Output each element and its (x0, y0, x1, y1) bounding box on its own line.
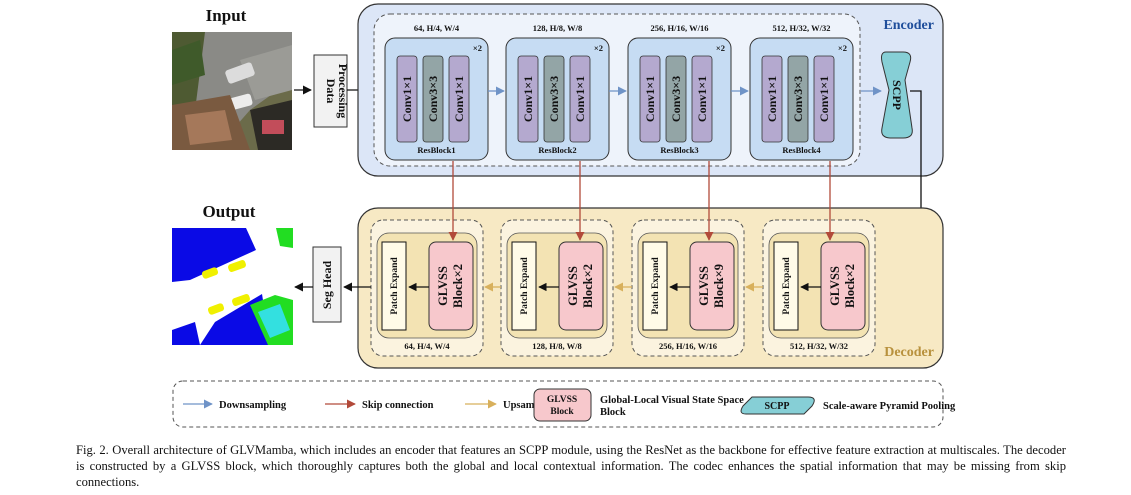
glvss-label-line1-2: GLVSS (566, 266, 580, 306)
encoder-label: Encoder (883, 18, 934, 33)
patch-expand-4 (773, 241, 799, 331)
resblock-name-4: ResBlock4 (782, 145, 821, 155)
conv-label-3-3: Conv1×1 (695, 76, 709, 122)
figure-caption: Fig. 2. Overall architecture of GLVMamba… (76, 443, 1066, 489)
scpp-label: SCPP (890, 80, 904, 110)
decoder-dims-2: 128, H/8, W/8 (532, 341, 581, 351)
conv-label-1-2: Conv3×3 (426, 76, 440, 122)
output-segmentation-map (172, 228, 293, 345)
conv-label-2-1: Conv1×1 (521, 76, 535, 122)
conv-2-3 (569, 55, 591, 143)
conv-2-2 (543, 55, 565, 143)
decoder-label: Decoder (884, 345, 934, 360)
conv-1-1 (396, 55, 418, 143)
patch-expand-label-3: Patch Expand (651, 257, 661, 315)
glvss-label-line1-4: GLVSS (828, 266, 842, 306)
patch-expand-label-1: Patch Expand (390, 257, 400, 315)
conv-1-3 (448, 55, 470, 143)
resblock-repeat-1: ×2 (473, 43, 482, 53)
legend-skip-label: Skip connection (362, 400, 434, 411)
glvss-label-line2-4: Block×2 (843, 264, 857, 308)
conv-4-3 (813, 55, 835, 143)
legend-scpp-box-label: SCPP (765, 401, 790, 412)
conv-3-3 (691, 55, 713, 143)
legend-glvss-desc-line2: Block (600, 407, 626, 418)
conv-label-1-1: Conv1×1 (400, 76, 414, 122)
architecture-diagram: Input Data Processing Encoder 64, H/4, W… (172, 3, 956, 428)
data-processing-label-line2: Processing (336, 64, 350, 118)
patch-expand-2 (511, 241, 537, 331)
resblock-name-3: ResBlock3 (660, 145, 698, 155)
conv-label-1-3: Conv1×1 (452, 76, 466, 122)
conv-label-3-2: Conv3×3 (669, 76, 683, 122)
resblock-name-2: ResBlock2 (538, 145, 576, 155)
resblock-repeat-3: ×2 (716, 43, 725, 53)
resblock-name-1: ResBlock1 (417, 145, 455, 155)
conv-3-2 (665, 55, 687, 143)
conv-4-1 (761, 55, 783, 143)
encoder-dims-1: 64, H/4, W/4 (414, 23, 460, 33)
decoder-dims-4: 512, H/32, W/32 (790, 341, 848, 351)
conv-label-2-2: Conv3×3 (547, 76, 561, 122)
seg-head-label: Seg Head (320, 261, 334, 310)
conv-4-2 (787, 55, 809, 143)
glvss-label-line2-2: Block×2 (581, 264, 595, 308)
input-label: Input (206, 6, 247, 25)
data-processing-box (313, 54, 348, 128)
glvss-label-line2-3: Block×9 (712, 264, 726, 308)
glvss-block-3 (689, 241, 735, 331)
conv-label-4-1: Conv1×1 (765, 76, 779, 122)
glvss-label-line2-1: Block×2 (451, 264, 465, 308)
decoder-dims-3: 256, H/16, W/16 (659, 341, 717, 351)
patch-expand-3 (642, 241, 668, 331)
data-processing-label-line1: Data (324, 79, 338, 104)
patch-expand-label-2: Patch Expand (520, 257, 530, 315)
resblock-repeat-4: ×2 (838, 43, 847, 53)
glvss-block-4 (820, 241, 866, 331)
legend-upsampling-label: Upsampling (503, 400, 558, 411)
glvss-label-line1-1: GLVSS (436, 266, 450, 306)
glvss-block-2 (558, 241, 604, 331)
encoder-dims-2: 128, H/8, W/8 (533, 23, 582, 33)
output-label: Output (203, 202, 256, 221)
conv-3-1 (639, 55, 661, 143)
legend-glvss-box-line1: GLVSS (547, 395, 577, 405)
scpp-module (881, 51, 913, 139)
encoder-dims-3: 256, H/16, W/16 (651, 23, 709, 33)
input-aerial-image (172, 32, 292, 150)
encoder-dims-4: 512, H/32, W/32 (773, 23, 831, 33)
legend-scpp-shape (740, 396, 815, 415)
conv-label-3-1: Conv1×1 (643, 76, 657, 122)
legend-scpp-desc: Scale-aware Pyramid Pooling (823, 401, 956, 412)
conv-label-4-2: Conv3×3 (791, 76, 805, 122)
legend-glvss-box (533, 388, 592, 422)
patch-expand-1 (381, 241, 407, 331)
conv-label-2-3: Conv1×1 (573, 76, 587, 122)
resblock-repeat-2: ×2 (594, 43, 603, 53)
patch-expand-label-4: Patch Expand (782, 257, 792, 315)
seg-head-box (312, 246, 342, 323)
conv-1-2 (422, 55, 444, 143)
glvss-block-1 (428, 241, 474, 331)
conv-2-1 (517, 55, 539, 143)
encoder-inner-region (373, 13, 861, 167)
conv-label-4-3: Conv1×1 (817, 76, 831, 122)
legend-glvss-desc-line1: Global-Local Visual State Space (600, 395, 744, 406)
decoder-dims-1: 64, H/4, W/4 (404, 341, 450, 351)
legend-downsampling-label: Downsampling (219, 400, 287, 411)
glvss-label-line1-3: GLVSS (697, 266, 711, 306)
legend-glvss-box-line2: Block (550, 407, 574, 417)
